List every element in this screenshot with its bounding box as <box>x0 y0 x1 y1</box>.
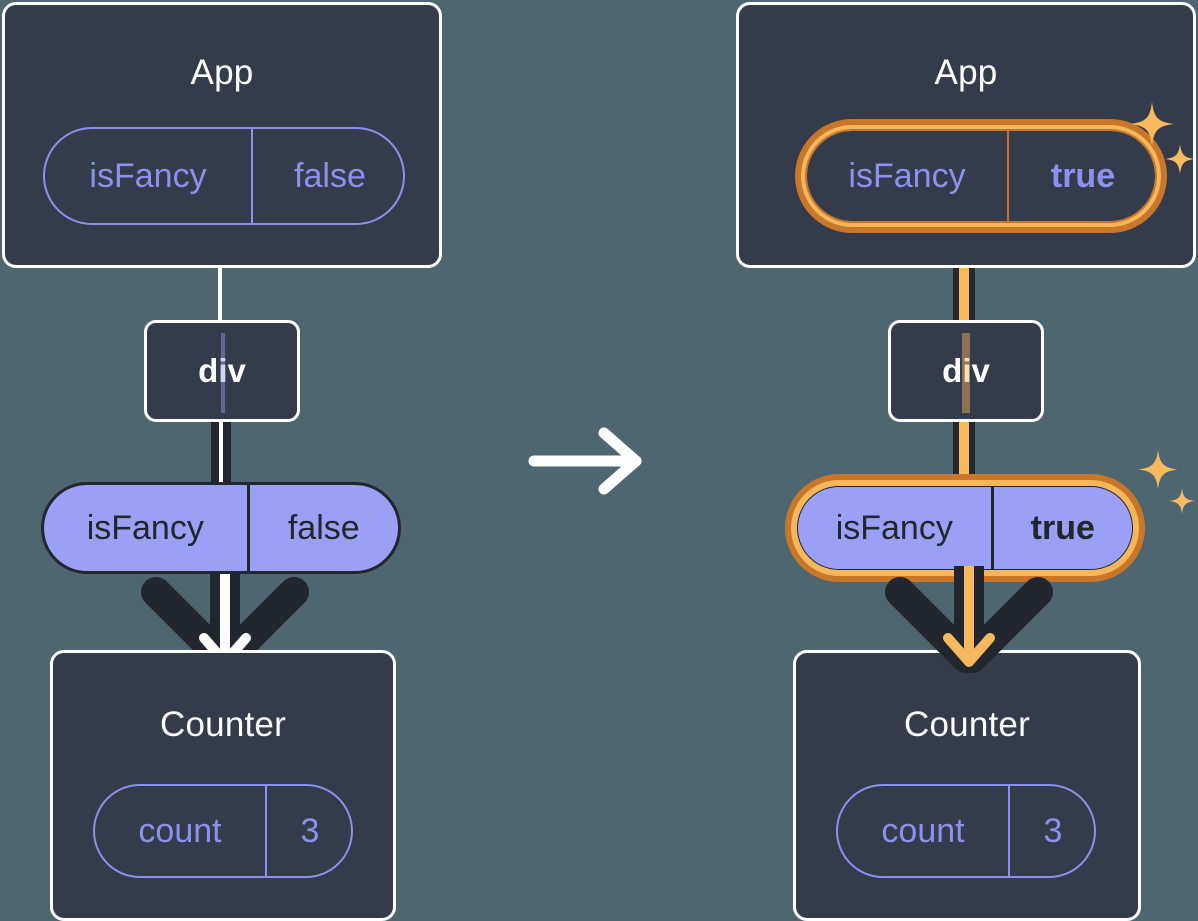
counter-state-pill-before[interactable]: count 3 <box>93 784 353 878</box>
connector-div-to-props-inner-before <box>219 418 223 486</box>
div-label-after: div <box>942 352 990 389</box>
props-pill-after[interactable]: isFancy true <box>795 484 1135 572</box>
counter-state-key-before: count <box>138 811 222 850</box>
counter-title-after: Counter <box>904 705 1030 744</box>
props-value-after: true <box>990 487 1132 569</box>
app-title-after: App <box>934 53 998 92</box>
counter-state-value-after: 3 <box>1008 786 1096 876</box>
sparkle-group-app-after <box>1130 102 1195 174</box>
app-component-box-before[interactable]: App isFancy false <box>2 2 442 268</box>
props-key-before: isFancy <box>86 508 204 547</box>
connector-app-to-div-before <box>218 266 222 324</box>
counter-state-value-before: 3 <box>265 786 353 876</box>
props-pill-before[interactable]: isFancy false <box>41 482 401 574</box>
counter-state-key-after: count <box>881 811 965 850</box>
app-state-key-before: isFancy <box>89 156 207 195</box>
app-state-key-after: isFancy <box>848 156 966 195</box>
app-state-value-before: false <box>251 129 407 223</box>
app-title-before: App <box>190 53 254 92</box>
counter-component-box-before[interactable]: Counter count 3 <box>50 650 396 921</box>
connector-div-to-props-inner-after <box>959 418 969 486</box>
sparkle-group-props-after <box>1138 450 1195 514</box>
app-state-value-after: true <box>1007 131 1157 221</box>
div-element-box-after[interactable]: div <box>888 320 1044 422</box>
app-component-box-after[interactable]: App isFancy true <box>736 2 1196 268</box>
line-through-div-before <box>221 333 225 413</box>
props-value-before: false <box>246 485 398 571</box>
div-element-box-before[interactable]: div <box>144 320 300 422</box>
props-to-counter-arrow-after <box>885 566 1053 673</box>
line-through-div-after <box>962 333 970 413</box>
props-to-counter-arrow-before <box>141 566 309 673</box>
counter-title-before: Counter <box>160 705 286 744</box>
transition-arrow-right-icon <box>528 427 642 495</box>
props-key-after: isFancy <box>835 508 953 547</box>
app-state-pill-after[interactable]: isFancy true <box>805 129 1157 223</box>
counter-component-box-after[interactable]: Counter count 3 <box>793 650 1141 921</box>
connector-app-to-div-inner-after <box>959 220 969 324</box>
app-state-pill-before[interactable]: isFancy false <box>43 127 405 225</box>
counter-state-pill-after[interactable]: count 3 <box>836 784 1096 878</box>
div-label-before: div <box>198 352 246 389</box>
